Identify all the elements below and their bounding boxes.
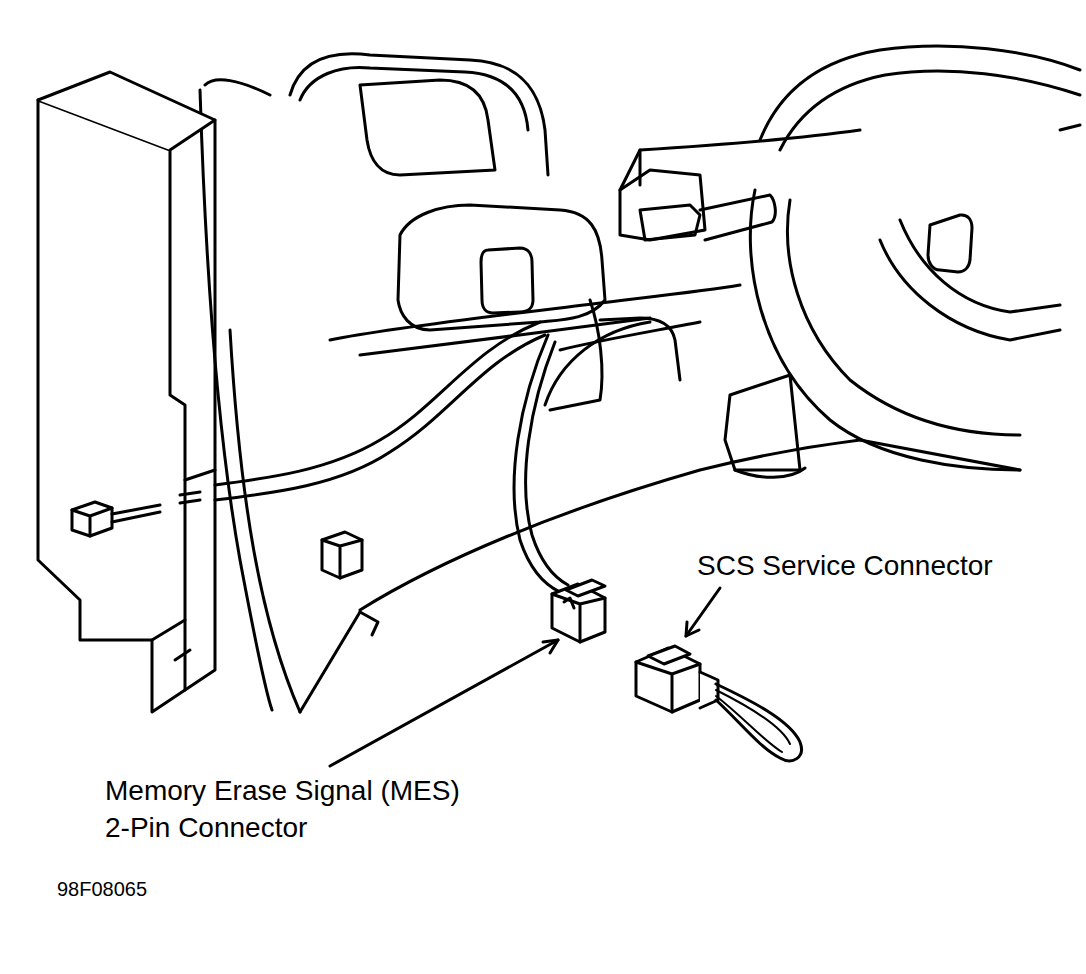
part-label: Memory Erase Signal (MES) 2-Pin Connecto… <box>105 772 470 846</box>
figure-number: 98F08065 <box>57 877 257 901</box>
part-label: SCS Service Connector <box>697 548 1077 584</box>
